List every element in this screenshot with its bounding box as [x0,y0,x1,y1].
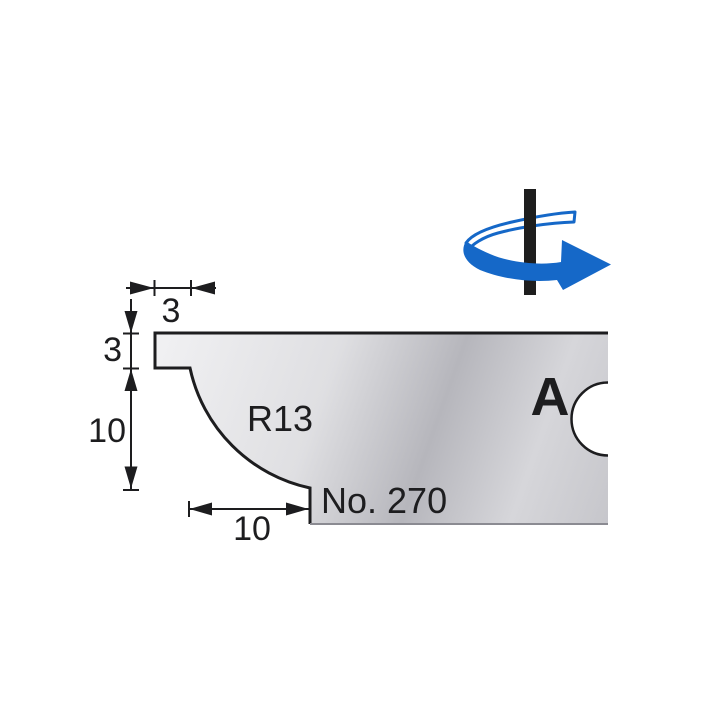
dim-arrowhead-down [124,311,138,333]
part-number-label: No. 270 [321,480,447,521]
dim-arrowhead-down [124,466,138,489]
cutter-blade [153,331,609,525]
rotation-arrow-icon [463,189,611,295]
dim-arrowhead-right [286,502,309,516]
rotation-arrow-front-band-icon [463,240,611,290]
dimension-lines [123,280,309,517]
radius-label: R13 [247,398,313,439]
blade-body [155,333,608,524]
dim-arrowhead-left [189,502,212,516]
dim-label-cove-depth: 10 [88,412,126,450]
labels: 3 3 10 10 R13 No. 270 A [88,292,569,548]
bolt-hole-notch [570,381,609,457]
dim-arrowhead-up [124,369,138,391]
blade-profile-outline [153,331,608,524]
dim-label-step-height: 3 [103,331,122,369]
dim-arrowhead-right [130,281,154,295]
dim-label-step-width: 3 [162,292,181,330]
profile-letter-label: A [531,367,570,427]
rotation-arrow-back-band-icon [464,210,577,252]
dim-label-cove-width: 10 [233,510,271,548]
dim-arrowhead-left [191,281,215,295]
